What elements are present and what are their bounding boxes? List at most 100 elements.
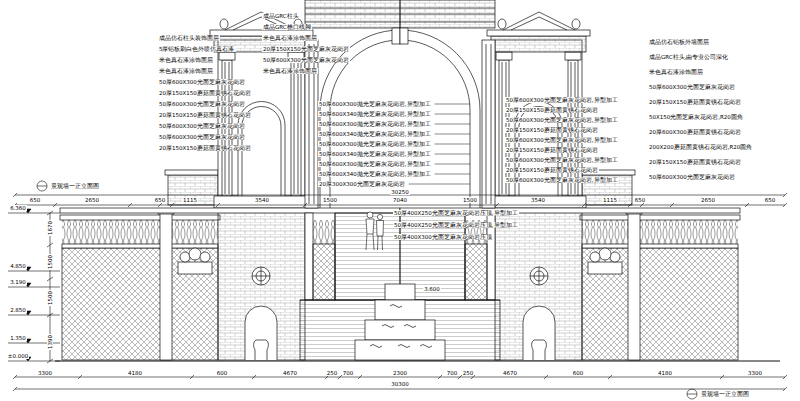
material-note: 20厚150X150蘑菇面黄锈石花岗岩	[505, 127, 599, 133]
material-note: 米色真石漆涂饰面层	[158, 57, 214, 63]
dimension: 250	[462, 370, 475, 376]
dimension: 600	[572, 370, 585, 376]
material-note: 米色真石漆涂饰面层	[648, 69, 704, 75]
material-note: 20厚150X150蘑菇面黄锈石花岗岩	[158, 145, 252, 151]
material-note: 50厚400X250光面芝麻灰花岗岩压顶,异型加工	[393, 210, 519, 216]
elevation-mark: 4.850	[9, 263, 27, 269]
material-note: 米色真石漆涂饰面层	[262, 35, 318, 41]
dimension: 250	[326, 370, 339, 376]
material-note: 50厚600X300光面芝麻灰花岗岩	[648, 174, 736, 180]
material-note: 50厚600X340抛光芝麻灰花岗岩,异型加工	[318, 131, 432, 137]
leader-line	[435, 154, 470, 155]
dimension: 2650	[84, 197, 100, 203]
dimension: 7040	[392, 197, 408, 203]
material-note: 20厚150X150蘑菇面黄锈石花岗岩	[648, 159, 742, 165]
material-note: 50厚600X340抛光芝麻灰花岗岩,异型加工	[318, 111, 432, 117]
material-note: 50厚400X300光面芝麻灰花岗岩压顶	[393, 234, 493, 240]
material-note: 20厚150X150蘑菇面黄锈石花岗岩	[158, 90, 252, 96]
material-note: 20厚150X150光面芝麻灰花岗岩	[262, 46, 350, 52]
dimension: 650	[634, 197, 647, 203]
dimension: 1390	[47, 334, 53, 350]
dimension: 1500	[322, 197, 338, 203]
material-note: 50厚600X300光面芝麻灰花岗岩	[158, 123, 246, 129]
material-note: 50X150光面芝麻灰花岗岩,R20圆角	[648, 114, 744, 120]
material-note: 50厚600X300抛光芝麻灰花岗岩,异型加工	[318, 141, 432, 147]
material-note: 50厚600X300光面芝麻灰花岗岩	[158, 79, 246, 85]
leader-line	[435, 124, 470, 125]
material-note: 5厚铝板刷白色外喷仿真石漆	[158, 46, 236, 52]
material-note: 50厚600X300光面芝麻灰花岗岩,异型加工	[505, 177, 619, 183]
leader-line	[409, 184, 470, 185]
material-note: 50厚600X300光面芝麻灰花岗岩,异型加工	[505, 157, 619, 163]
drawing-caption: 景观墙一正立面图	[700, 391, 750, 397]
material-note: 50厚600X300光面芝麻灰花岗岩,异型加工	[505, 137, 619, 143]
material-note: 成品GRC柱头	[262, 13, 300, 19]
dimension: 1115	[602, 197, 618, 203]
material-note: 成品GRC檐口线脚	[262, 24, 312, 30]
material-note: 50厚600X300光面芝麻灰花岗岩,异型加工	[505, 117, 619, 123]
material-note: 50厚600X300抛光芝麻灰花岗岩,异型加工	[318, 161, 432, 167]
human-figures	[366, 212, 384, 250]
elevation-mark: 2.850	[9, 307, 27, 313]
material-note: 200X200蘑菇面黄锈石花岗岩,R20圆角	[648, 144, 753, 150]
leader-line	[435, 114, 470, 115]
material-note: 50厚600X300光面芝麻灰花岗岩	[158, 134, 246, 140]
leader-line	[435, 144, 470, 145]
dimension: 1670	[47, 220, 53, 236]
dimension: 4670	[282, 370, 298, 376]
material-note: 20厚150X150蘑菇面黄锈石花岗岩	[505, 107, 599, 113]
dimension: 1500	[47, 290, 53, 306]
material-note: 成品GRC柱头,由专业公司深化	[648, 54, 729, 60]
material-note: 20厚150X150蘑菇面黄锈石花岗岩	[648, 99, 742, 105]
dimension: 2650	[700, 197, 716, 203]
material-note: 20厚150X150蘑菇面黄锈石花岗岩	[505, 147, 599, 153]
material-note: 50厚600X300光面芝麻灰花岗岩,异型加工	[505, 97, 619, 103]
material-note: 20厚300X300光面芝麻灰花岗岩	[318, 181, 406, 187]
drawing-caption: 景观墙一正立面图	[50, 183, 100, 189]
dimension: 4670	[502, 370, 518, 376]
dimension: 700	[446, 370, 459, 376]
material-note: 成品仿石柱头装饰面层	[158, 35, 220, 41]
elevation-mark: 3.190	[9, 279, 27, 285]
material-note: 20厚150X150蘑菇面黄锈石花岗岩	[505, 167, 599, 173]
dimension: 650	[29, 197, 42, 203]
leader-line	[435, 174, 470, 175]
elevation-mark: 6.360	[9, 205, 27, 211]
dimension: 1500	[462, 197, 478, 203]
dimension: 3300	[747, 370, 763, 376]
leader-line	[435, 104, 470, 105]
dimension: 4180	[127, 370, 143, 376]
dimension: 700	[342, 370, 355, 376]
material-note: 成品仿石铝板外墙面层	[648, 39, 710, 45]
material-note: 20厚150X150蘑菇面黄锈石花岗岩	[158, 112, 252, 118]
dimension: 2300	[392, 370, 408, 376]
elevation-mark: 1.350	[9, 335, 27, 341]
material-note: 50厚600X300光面芝麻灰花岗岩	[262, 57, 350, 63]
material-note: 50厚600X340抛光芝麻灰花岗岩,异型加工	[318, 151, 432, 157]
elevation-mark: ±0.000	[7, 353, 29, 359]
material-note: 50厚600X300光面芝麻灰花岗岩	[648, 84, 736, 90]
dimension: 1500	[47, 254, 53, 270]
dimension-lines	[8, 181, 787, 399]
dimension: 600	[216, 370, 229, 376]
material-note: 50厚600X300抛光芝麻灰花岗岩,异型加工	[318, 121, 432, 127]
dimension: 3300	[37, 370, 53, 376]
material-note: 50厚400X250光面芝麻灰花岗岩压顶,异型加工	[393, 222, 519, 228]
material-note: 50厚600X340抛光芝麻灰花岗岩,异型加工	[318, 171, 432, 177]
dimension: 650	[764, 197, 777, 203]
overall-dimension: 30250	[390, 189, 410, 195]
elevation-mark: 3.600	[423, 286, 441, 292]
material-note: 50厚600X300抛光芝麻灰花岗岩,异型加工	[318, 101, 432, 107]
material-note: 50厚600X300光面芝麻灰花岗岩	[158, 101, 246, 107]
dimension: 3540	[254, 197, 270, 203]
material-note: 20厚600X300蘑菇面黄锈石花岗岩	[648, 129, 742, 135]
dimension: 3540	[530, 197, 546, 203]
dimension: 650	[154, 197, 167, 203]
leader-line	[435, 164, 470, 165]
material-note: 米色真石漆涂饰面层	[262, 68, 318, 74]
material-note: 米色真石漆涂饰面层	[158, 68, 214, 74]
leader-line	[435, 134, 470, 135]
overall-dimension: 30300	[390, 381, 410, 387]
dimension: 1115	[182, 197, 198, 203]
